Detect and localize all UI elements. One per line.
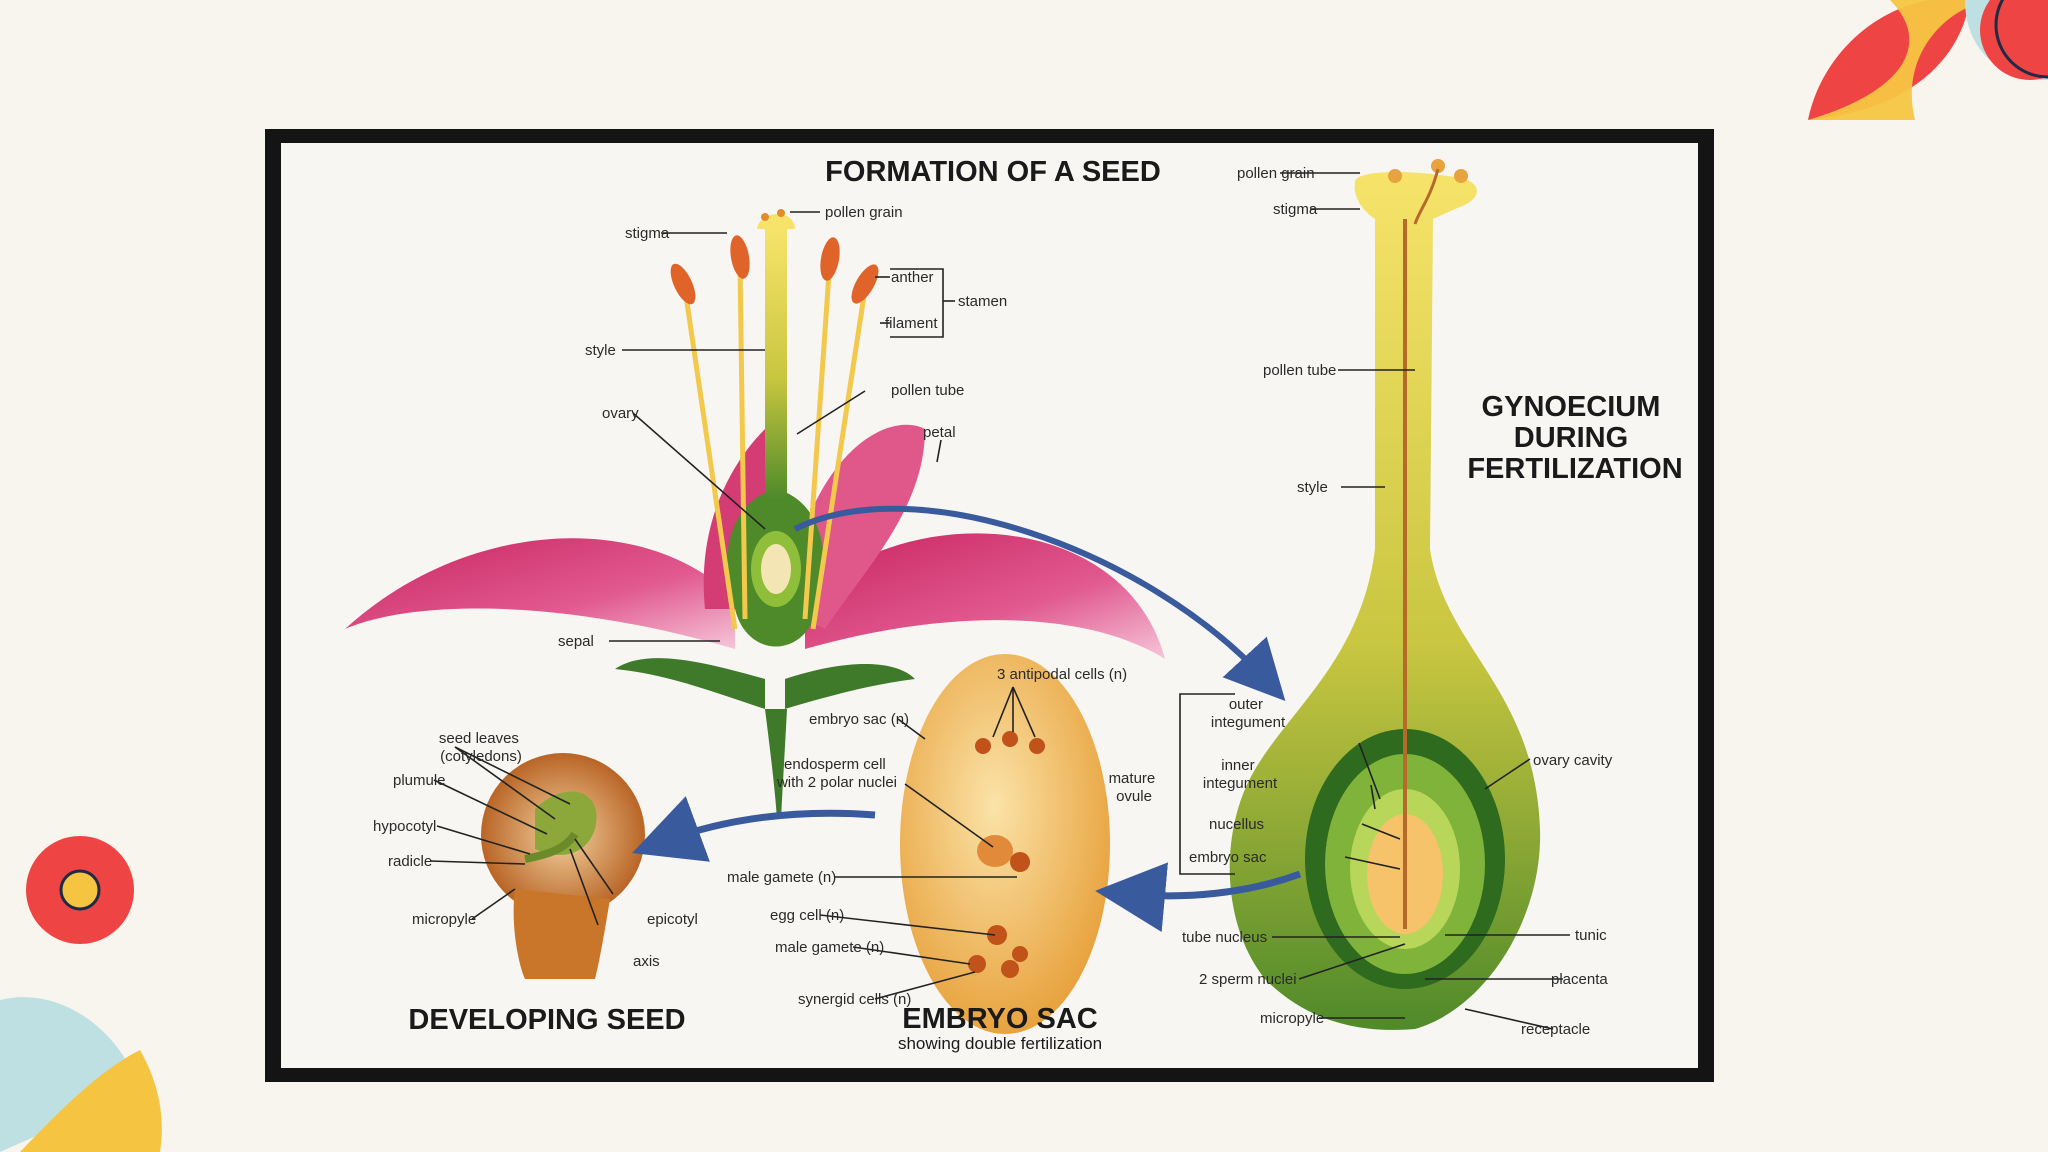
seed-formation-diagram: FORMATION OF A SEED GYNOECIUM DURING FER…	[281, 143, 1698, 1068]
decor-bottom-left	[0, 997, 162, 1152]
label-hypocotyl: hypocotyl	[373, 818, 436, 835]
label-synergid: synergid cells (n)	[798, 991, 911, 1008]
label-style: style	[585, 342, 616, 359]
label-male-gamete-2: male gamete (n)	[775, 939, 884, 956]
arrow-gynoecium-to-embryo-sac	[1095, 862, 1302, 933]
label-petal: petal	[923, 424, 956, 441]
label-pollen-grain: pollen grain	[825, 204, 903, 221]
label-endosperm: endosperm cell with 2 polar nuclei	[776, 756, 897, 791]
label-sperm-nuclei: 2 sperm nuclei	[1199, 971, 1297, 988]
label-anther: anther	[891, 269, 934, 286]
decor-top-right	[1808, 0, 2048, 120]
label-radicle: radicle	[388, 853, 432, 870]
embryo-sac-title: EMBRYO SAC	[902, 1003, 1098, 1035]
label-seed-micropyle: micropyle	[412, 911, 476, 928]
label-tube-nucleus: tube nucleus	[1182, 929, 1267, 946]
gynoecium-title: GYNOECIUM DURING FERTILIZATION	[1467, 391, 1682, 485]
label-antipodal: 3 antipodal cells (n)	[997, 666, 1127, 683]
arrow-embryo-sac-to-seed	[632, 796, 876, 862]
diagram-frame: FORMATION OF A SEED GYNOECIUM DURING FER…	[265, 129, 1714, 1082]
label-gyn-micropyle: micropyle	[1260, 1010, 1324, 1027]
label-stigma: stigma	[625, 225, 670, 242]
label-mature-ovule: mature ovule	[1109, 770, 1160, 805]
label-ovary-cavity: ovary cavity	[1533, 752, 1613, 769]
developing-seed-illustration	[481, 753, 645, 979]
label-egg-cell: egg cell (n)	[770, 907, 844, 924]
label-epicotyl: epicotyl	[647, 911, 698, 928]
label-gyn-embryo-sac: embryo sac	[1189, 849, 1267, 866]
label-receptacle: receptacle	[1521, 1021, 1590, 1038]
embryo-sac-subtitle: showing double fertilization	[898, 1034, 1102, 1053]
label-es-embryo-sac: embryo sac (n)	[809, 711, 909, 728]
label-gyn-style: style	[1297, 479, 1328, 496]
diagram-title: FORMATION OF A SEED	[825, 156, 1161, 188]
label-gyn-pollen-grain: pollen grain	[1237, 165, 1315, 182]
label-seed-leaves: seed leaves (cotyledons)	[439, 730, 523, 765]
label-inner-integument: inner integument	[1203, 757, 1278, 792]
label-stamen: stamen	[958, 293, 1007, 310]
arrow-flower-to-gynoecium	[793, 505, 1286, 702]
label-plumule: plumule	[393, 772, 446, 789]
flower-illustration	[345, 209, 1165, 819]
label-nucellus: nucellus	[1209, 816, 1264, 833]
label-ovary: ovary	[602, 405, 639, 422]
developing-seed-title: DEVELOPING SEED	[408, 1004, 685, 1036]
decor-target-circle	[26, 836, 134, 944]
gynoecium-illustration	[1229, 159, 1541, 1030]
label-filament: filament	[885, 315, 938, 332]
label-sepal: sepal	[558, 633, 594, 650]
label-male-gamete-1: male gamete (n)	[727, 869, 836, 886]
leader-lines	[429, 172, 1570, 1030]
label-tunic: tunic	[1575, 927, 1607, 944]
label-gyn-stigma: stigma	[1273, 201, 1318, 218]
label-gyn-pollen-tube: pollen tube	[1263, 362, 1336, 379]
label-axis: axis	[633, 953, 660, 970]
label-pollen-tube: pollen tube	[891, 382, 964, 399]
embryo-sac-illustration	[900, 654, 1110, 1034]
label-outer-integument: outer integument	[1211, 696, 1286, 731]
label-placenta: placenta	[1551, 971, 1608, 988]
